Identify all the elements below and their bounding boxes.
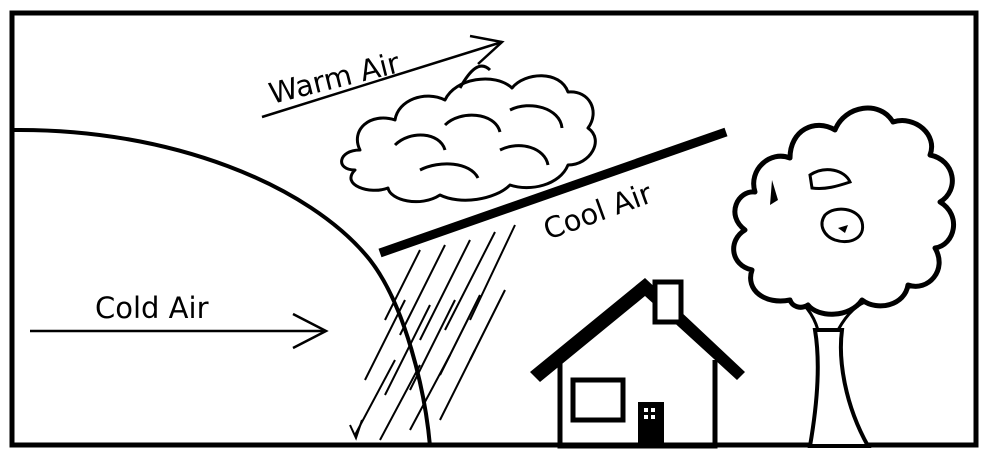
warm-air-label: Warm Air bbox=[265, 46, 403, 111]
cloud-icon bbox=[342, 66, 596, 202]
house-icon bbox=[530, 278, 745, 446]
cold-air-label: Cold Air bbox=[95, 291, 209, 325]
tree-icon bbox=[734, 108, 954, 446]
rain-streaks bbox=[350, 225, 515, 440]
